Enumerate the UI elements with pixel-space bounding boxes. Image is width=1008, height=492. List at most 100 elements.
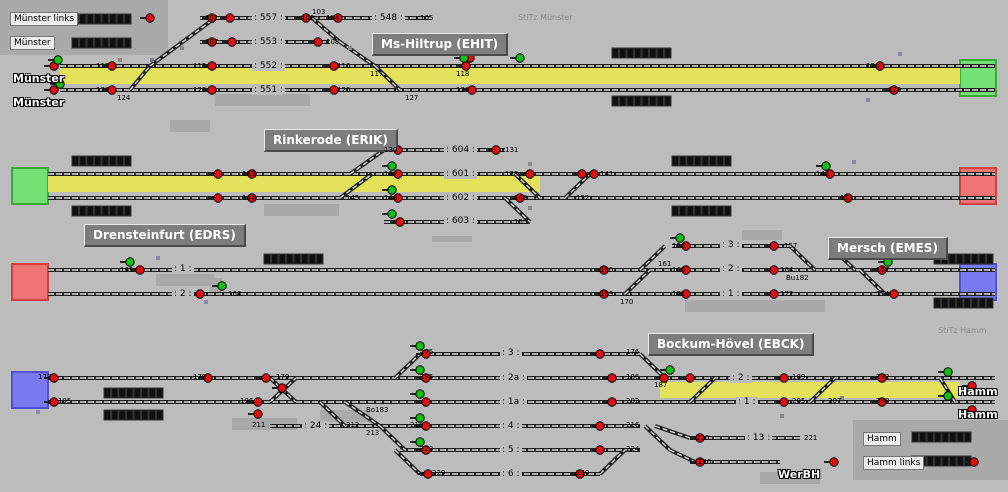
signal-185[interactable]: 185 <box>420 373 434 381</box>
signal-230[interactable]: 230 <box>576 469 590 477</box>
signal-head-r3-7[interactable] <box>764 241 779 251</box>
signal-head-r3-4[interactable] <box>676 241 691 251</box>
block-left-bockum[interactable] <box>11 371 49 409</box>
signal-head-r1-3[interactable] <box>102 85 117 95</box>
panel-hamm-button[interactable]: Hamm <box>863 432 901 446</box>
signal-126[interactable]: 126 <box>337 86 351 94</box>
signal-head-r2-9[interactable] <box>520 169 535 179</box>
signal-head-r3-6[interactable] <box>676 289 691 299</box>
signal-head-r1-5[interactable] <box>220 13 235 23</box>
block-left-mid[interactable] <box>11 167 49 205</box>
endpoint-hamm-1[interactable]: Hamm <box>958 385 998 398</box>
signal-167[interactable]: 167 <box>876 266 890 274</box>
signal-105[interactable]: 105 <box>420 14 434 22</box>
signal-115[interactable]: 115 <box>193 62 207 70</box>
signal-head-r4-29[interactable] <box>690 457 705 467</box>
signal-green-r4-2[interactable] <box>410 389 425 399</box>
signal-green-r1-0[interactable] <box>48 55 63 65</box>
signal-head-r2-8[interactable] <box>486 145 501 155</box>
signal-head-r3-3[interactable] <box>594 289 609 299</box>
track-553[interactable]: : 553 : <box>252 37 285 47</box>
signal-head-r3-2[interactable] <box>594 265 609 275</box>
signal-head-r3-0[interactable] <box>130 265 145 275</box>
track-1-mersch[interactable]: : 1 : <box>720 289 742 299</box>
signal-head-r4-16[interactable] <box>590 445 605 455</box>
signal-head-r4-28[interactable] <box>690 433 705 443</box>
signal-head-r4-4[interactable] <box>256 373 271 383</box>
track-4[interactable]: : 4 : <box>500 421 522 431</box>
signal-189[interactable]: 189 <box>792 373 806 381</box>
signal-176[interactable]: 176 <box>626 348 640 356</box>
signal-120[interactable]: 120 <box>866 62 880 70</box>
signal-224[interactable]: 224 <box>626 445 640 453</box>
signal-221[interactable]: 221 <box>804 434 818 442</box>
signal-141[interactable]: 141 <box>600 170 614 178</box>
signal-head-r1-12[interactable] <box>308 37 323 47</box>
signal-179[interactable]: 179 <box>276 373 290 381</box>
signal-head-r4-2[interactable] <box>198 373 213 383</box>
signal-green-r4-0[interactable] <box>410 341 425 351</box>
signal-229[interactable]: 229 <box>432 469 446 477</box>
signal-head-r3-5[interactable] <box>676 265 691 275</box>
signal-head-r2-1[interactable] <box>242 169 257 179</box>
signal-head-r4-8[interactable] <box>416 397 431 407</box>
signal-125[interactable]: 125 <box>193 86 207 94</box>
signal-head-r3-11[interactable] <box>884 289 899 299</box>
signal-head-r4-15[interactable] <box>590 421 605 431</box>
track-551[interactable]: : 551 : <box>252 85 285 95</box>
signal-220[interactable]: 220 <box>696 434 710 442</box>
signal-head-r4-24[interactable] <box>962 381 977 391</box>
track-2-bockum[interactable]: : 2 : <box>730 373 752 383</box>
signal-208[interactable]: 208 <box>876 397 890 405</box>
signal-head-r1-16[interactable] <box>462 85 477 95</box>
signal-head-r2-3[interactable] <box>242 193 257 203</box>
signal-215[interactable]: 215 <box>410 421 424 429</box>
signal-head-r1-14[interactable] <box>324 85 339 95</box>
signal-170[interactable]: 170 <box>620 298 634 306</box>
signal-149[interactable]: 149 <box>514 194 528 202</box>
panel-muenster-links-button[interactable]: Münster links <box>10 12 79 26</box>
signal-head-r2-6[interactable] <box>388 193 403 203</box>
signal-head-r1-13[interactable] <box>324 61 339 71</box>
station-ms-hiltrup[interactable]: Ms-Hiltrup (EHIT) <box>372 33 509 56</box>
signal-117[interactable]: 117 <box>370 70 384 78</box>
signal-205[interactable]: 205 <box>792 397 806 405</box>
signal-223[interactable]: 223 <box>420 445 434 453</box>
signal-head-r4-5[interactable] <box>272 383 287 393</box>
signal-green-r4-6[interactable] <box>938 367 953 377</box>
station-bockum-hoevel[interactable]: Bockum-Hövel (EBCK) <box>648 333 815 356</box>
signal-103[interactable]: 103 <box>312 8 326 16</box>
signal-green-r4-5[interactable] <box>660 365 675 375</box>
signal-127[interactable]: 127 <box>405 94 419 102</box>
signal-128[interactable]: 128 <box>456 86 470 94</box>
track-2[interactable]: : 2 : <box>172 289 194 299</box>
signal-226[interactable]: 226 <box>698 458 712 466</box>
signal-216[interactable]: 216 <box>626 421 640 429</box>
signal-head-r4-18[interactable] <box>654 373 669 383</box>
signal-129[interactable]: 129 <box>888 86 902 94</box>
signal-head-r4-9[interactable] <box>416 421 431 431</box>
station-drensteinfurt[interactable]: Drensteinfurt (EDRS) <box>84 224 246 247</box>
track-557[interactable]: : 557 : <box>252 13 285 23</box>
signal-145[interactable]: 145 <box>346 194 360 202</box>
signal-head-r3-9[interactable] <box>764 289 779 299</box>
signal-head-r2-13[interactable] <box>838 193 853 203</box>
signal-116[interactable]: 116 <box>337 62 351 70</box>
signal-212[interactable]: 212 <box>346 421 360 429</box>
signal-202[interactable]: 202 <box>626 397 640 405</box>
signal-head-r1-6[interactable] <box>202 37 217 47</box>
station-mersch[interactable]: Mersch (EMES) <box>828 237 948 260</box>
signal-head-r4-6[interactable] <box>416 349 431 359</box>
signal-157[interactable]: 157 <box>784 242 798 250</box>
track-3-mersch[interactable]: : 3 : <box>720 240 742 250</box>
signal-head-r1-7[interactable] <box>222 37 237 47</box>
signal-head-r4-13[interactable] <box>602 373 617 383</box>
signal-head-r4-20[interactable] <box>774 373 789 383</box>
signal-head-r4-10[interactable] <box>416 445 431 455</box>
signal-head-r4-25[interactable] <box>962 405 977 415</box>
signal-164[interactable]: 164 <box>780 266 794 274</box>
signal-green-r3-2[interactable] <box>670 233 685 243</box>
signal-124[interactable]: 124 <box>117 94 131 102</box>
track-6[interactable]: : 6 : <box>500 469 522 479</box>
signal-head-r1-20[interactable] <box>140 13 155 23</box>
